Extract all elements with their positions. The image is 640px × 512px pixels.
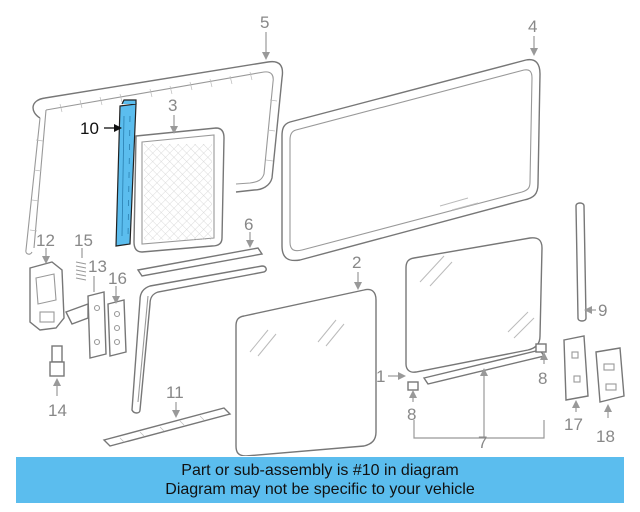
part-2-sliding-glass: [235, 288, 377, 456]
part-10-pillar-molding: [115, 99, 137, 247]
callout-2: 2: [352, 253, 361, 272]
callout-12: 12: [36, 231, 55, 250]
part-1-channel-frame: [131, 265, 267, 414]
callout-11: 11: [166, 383, 184, 402]
part-17-plate: [563, 335, 589, 401]
callout-7: 7: [478, 433, 487, 452]
callout-8-right: 8: [538, 369, 547, 388]
part-8-clip-left: [407, 381, 419, 391]
callout-4: 4: [528, 17, 537, 36]
callout-17: 17: [564, 415, 583, 434]
callout-13: 13: [88, 257, 107, 276]
part-4-fixed-window: [281, 58, 541, 262]
callout-9: 9: [598, 301, 607, 320]
part-15-spring: [75, 261, 87, 281]
callout-6: 6: [244, 215, 253, 234]
part-6-trim-strip: [136, 247, 264, 277]
part-18-plate: [595, 347, 625, 403]
callout-3: 3: [168, 96, 177, 115]
callout-18: 18: [596, 427, 615, 446]
info-banner: Part or sub-assembly is #10 in diagram D…: [16, 457, 624, 503]
callout-16: 16: [108, 269, 127, 288]
parts-diagram: 10 5 4 3 6 2 12 15 13 16 14 11 1 8 8 7 9…: [25, 13, 625, 456]
callout-14: 14: [48, 401, 67, 420]
part-16-bracket: [107, 299, 127, 357]
callout-8-left: 8: [407, 405, 416, 424]
part-13-bracket: [65, 291, 107, 359]
banner-line-disclaimer: Diagram may not be specific to your vehi…: [165, 481, 475, 498]
callout-1: 1: [376, 367, 385, 386]
part-14-pin: [49, 345, 65, 377]
part-3-screen-window: [133, 127, 225, 253]
part-11-sill-strip: [102, 407, 232, 447]
part-1-window-glass: [405, 237, 543, 373]
callout-10: 10: [80, 119, 99, 138]
banner-line-part: Part or sub-assembly is #10 in diagram: [181, 462, 459, 479]
callout-15: 15: [74, 231, 93, 250]
callout-5: 5: [260, 13, 269, 32]
part-9-seal-strip: [575, 202, 587, 322]
part-12-latch-housing: [29, 261, 65, 331]
